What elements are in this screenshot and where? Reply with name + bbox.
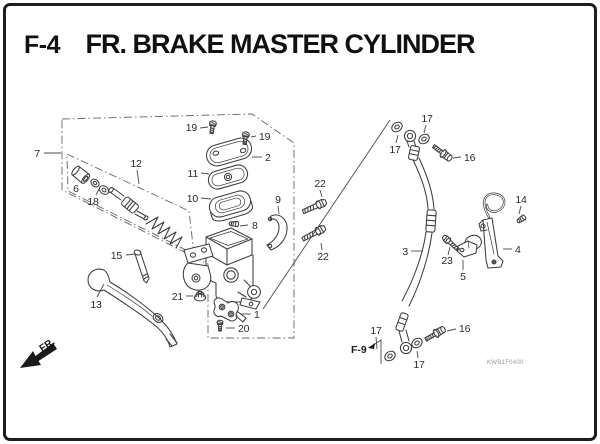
part-label-22a: 22 xyxy=(314,178,326,190)
part-label-10: 10 xyxy=(187,193,199,205)
part-11-set-plate xyxy=(206,163,249,191)
part-8-screw xyxy=(228,220,240,228)
part-14-screw xyxy=(515,213,528,225)
part-label-18: 18 xyxy=(87,196,99,208)
part-label-12: 12 xyxy=(130,158,142,170)
part-16-banjo-bolt-b xyxy=(423,324,448,344)
part-20-screw xyxy=(216,319,224,332)
part-label-21: 21 xyxy=(172,291,184,303)
ref-label-f9: F-9 xyxy=(351,344,367,356)
part-1-lever-bracket xyxy=(214,298,246,322)
part-label-8: 8 xyxy=(252,220,258,232)
callout-leaders xyxy=(44,125,521,358)
part-label-16a: 16 xyxy=(464,152,476,164)
part-label-9: 9 xyxy=(275,194,281,206)
part-13-brake-lever xyxy=(88,269,177,347)
part-18-washer-1 xyxy=(88,177,102,189)
part-4-hose-bracket xyxy=(479,194,504,268)
part-label-5: 5 xyxy=(460,271,466,283)
part-label-4: 4 xyxy=(515,244,521,256)
part-label-13: 13 xyxy=(90,299,102,311)
part-10-diaphragm xyxy=(207,189,254,224)
part-5-hose-clamp xyxy=(457,235,481,257)
callout-labels: 7 12 6 18 15 13 21 1 20 19 19 2 11 10 8 … xyxy=(34,113,527,371)
part-2-reservoir-cap xyxy=(204,136,254,169)
kit-outline xyxy=(62,114,294,338)
part-15-pivot-bolt xyxy=(134,249,149,283)
part-label-19b: 19 xyxy=(259,131,271,143)
part-label-19a: 19 xyxy=(186,122,198,134)
page-title: FR. BRAKE MASTER CYLINDER xyxy=(85,29,475,59)
part-label-22b: 22 xyxy=(317,251,329,263)
part-label-2: 2 xyxy=(265,152,271,164)
part-16-banjo-bolt-a xyxy=(430,142,455,164)
part-label-15: 15 xyxy=(111,250,123,262)
part-6-piston-boot xyxy=(70,165,91,185)
part-label-11: 11 xyxy=(188,168,199,180)
part-9-clamp-half xyxy=(267,215,287,250)
part-label-14: 14 xyxy=(515,194,527,206)
part-label-17a: 17 xyxy=(421,113,433,125)
part-17-washer-c xyxy=(382,348,398,364)
part-12-spring xyxy=(146,217,182,248)
part-label-17c: 17 xyxy=(370,325,382,337)
part-label-6: 6 xyxy=(73,183,79,195)
fr-direction-arrow: FR. xyxy=(20,336,57,368)
fr-marker-text: FR. xyxy=(38,336,58,354)
hose-connection-leader xyxy=(263,120,390,309)
master-cylinder-body xyxy=(183,228,260,309)
part-label-16b: 16 xyxy=(459,323,471,335)
part-label-7: 7 xyxy=(34,148,40,160)
part-label-17b: 17 xyxy=(389,144,401,156)
part-12-piston-rod xyxy=(108,187,149,221)
fr-arrow-icon xyxy=(20,343,57,368)
figure-code: F-4 xyxy=(24,31,61,59)
part-17-washer-a xyxy=(389,119,405,135)
part-19-screw-a xyxy=(207,119,218,135)
part-22-bolt-a xyxy=(300,197,329,217)
part-label-17d: 17 xyxy=(413,359,425,371)
part-21-nut xyxy=(194,291,205,301)
part-label-23: 23 xyxy=(441,255,453,267)
part-label-20: 20 xyxy=(238,323,250,335)
watermark-code: KWB1F0400 xyxy=(487,360,524,366)
part-17-washer-b xyxy=(416,131,432,147)
part-label-3: 3 xyxy=(402,246,408,258)
part-label-1: 1 xyxy=(254,309,260,321)
f9-reference-leader xyxy=(368,340,381,364)
part-3-brake-hose xyxy=(395,130,436,353)
